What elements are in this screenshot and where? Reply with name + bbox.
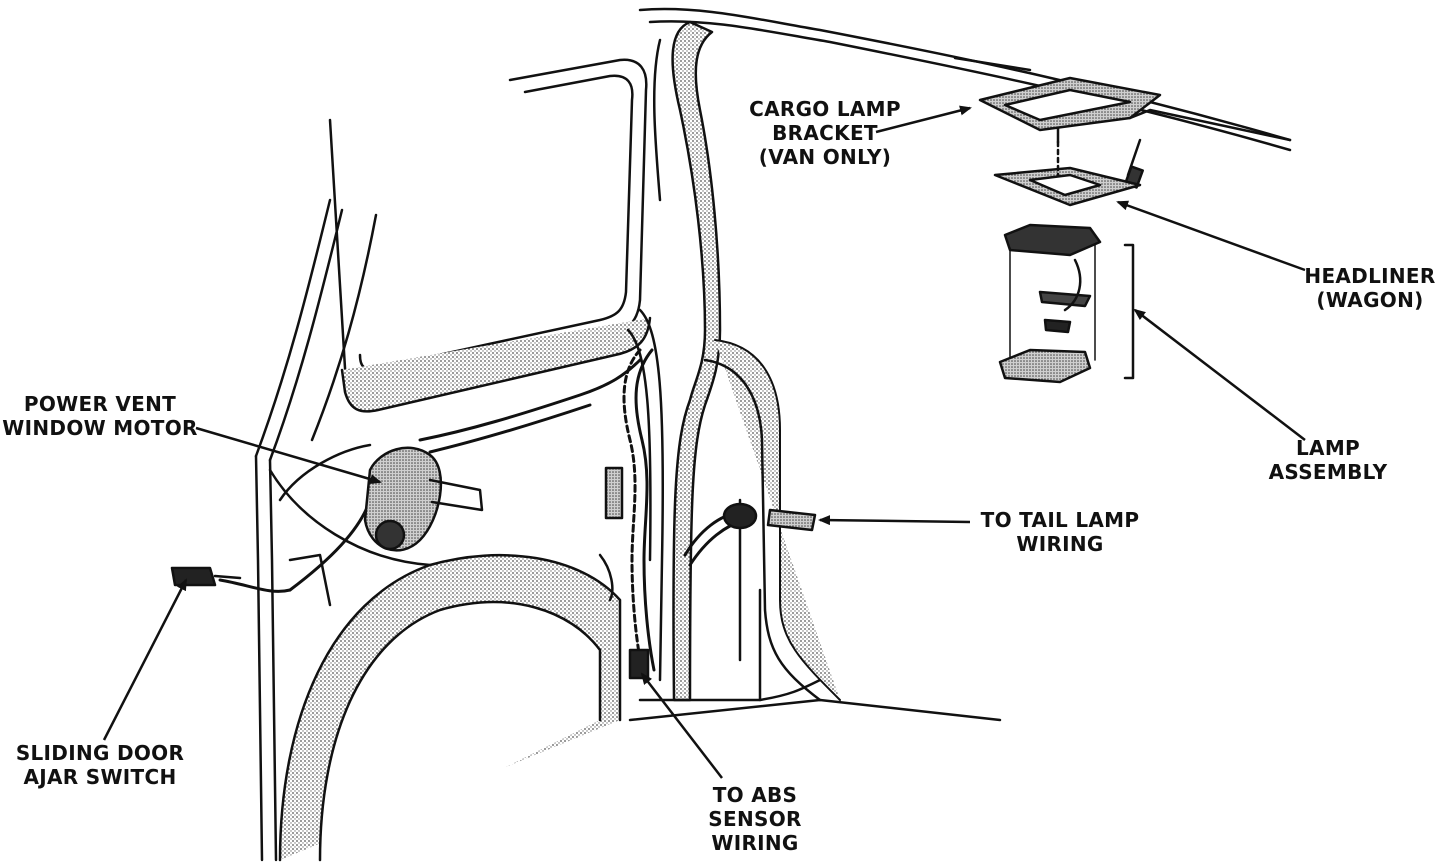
arrow-cargo-bracket — [875, 105, 972, 134]
headliner-trim — [993, 140, 1142, 207]
arrow-tail-lamp — [818, 515, 971, 526]
tail-lamp-grommet — [722, 502, 817, 532]
power-vent-motor — [363, 446, 484, 552]
label-power-vent-motor: POWER VENT WINDOW MOTOR — [2, 392, 198, 440]
lamp-assembly — [998, 223, 1135, 384]
arrow-abs-sensor — [640, 672, 723, 779]
label-headliner: HEADLINER (WAGON) — [1304, 264, 1436, 312]
label-lamp-assembly: LAMP ASSEMBLY — [1268, 436, 1388, 484]
quarter-window — [328, 58, 652, 413]
wiring-harness — [218, 348, 747, 672]
leader-lines — [102, 105, 1306, 779]
arrow-door-switch — [102, 578, 188, 741]
label-cargo-lamp-bracket: CARGO LAMP BRACKET (VAN ONLY) — [749, 97, 901, 169]
label-tail-lamp-wiring: TO TAIL LAMP WIRING — [980, 508, 1140, 556]
label-abs-sensor-wiring: TO ABS SENSOR WIRING — [708, 783, 802, 855]
arrow-lamp-assembly — [1133, 308, 1306, 441]
wheel-house — [268, 468, 622, 862]
harness-clip — [604, 466, 624, 520]
arrow-power-vent — [195, 426, 382, 484]
c-pillar — [254, 198, 378, 862]
label-sliding-door-switch: SLIDING DOOR AJAR SWITCH — [15, 741, 185, 789]
abs-sensor-connector — [628, 648, 650, 680]
arrow-headliner — [1116, 200, 1306, 272]
cargo-lamp-bracket — [978, 76, 1292, 189]
